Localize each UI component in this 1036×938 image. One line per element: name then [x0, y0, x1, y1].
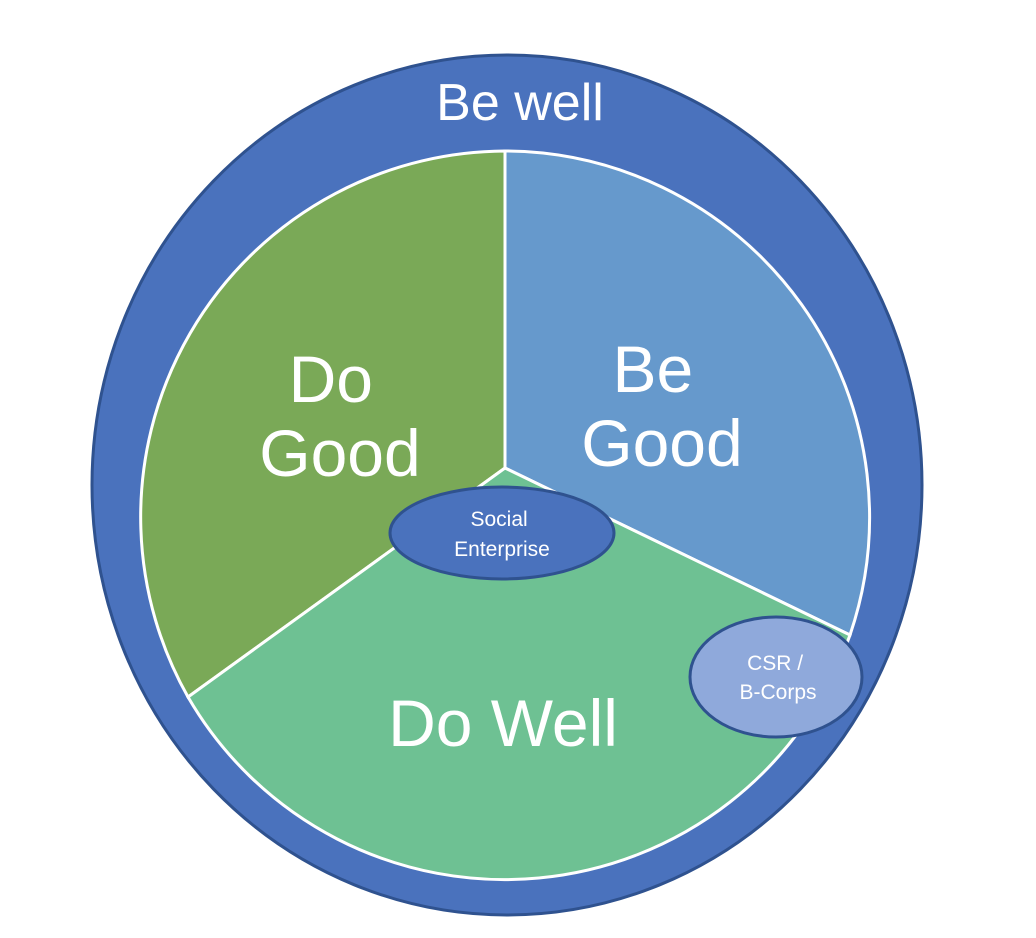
segment-be-good [503, 149, 871, 638]
segment-do-good [139, 149, 507, 700]
csr-bcorps-badge: CSR / B-Corps [688, 615, 864, 739]
social-enterprise-badge: Social Enterprise [388, 485, 616, 581]
outer-label: Be well [436, 74, 604, 132]
segment-label-do-well: Do Well [388, 686, 618, 760]
segment-label-be-good: Be Good [581, 332, 742, 480]
svg-text:CSR / B-Corps: CSR / B-Corps [739, 652, 816, 704]
segment-do-well [186, 466, 852, 882]
svg-text:Social Enterprise: Social Enterprise [454, 508, 550, 561]
segment-label-do-good: Do Good [259, 342, 420, 490]
pie [139, 149, 871, 882]
